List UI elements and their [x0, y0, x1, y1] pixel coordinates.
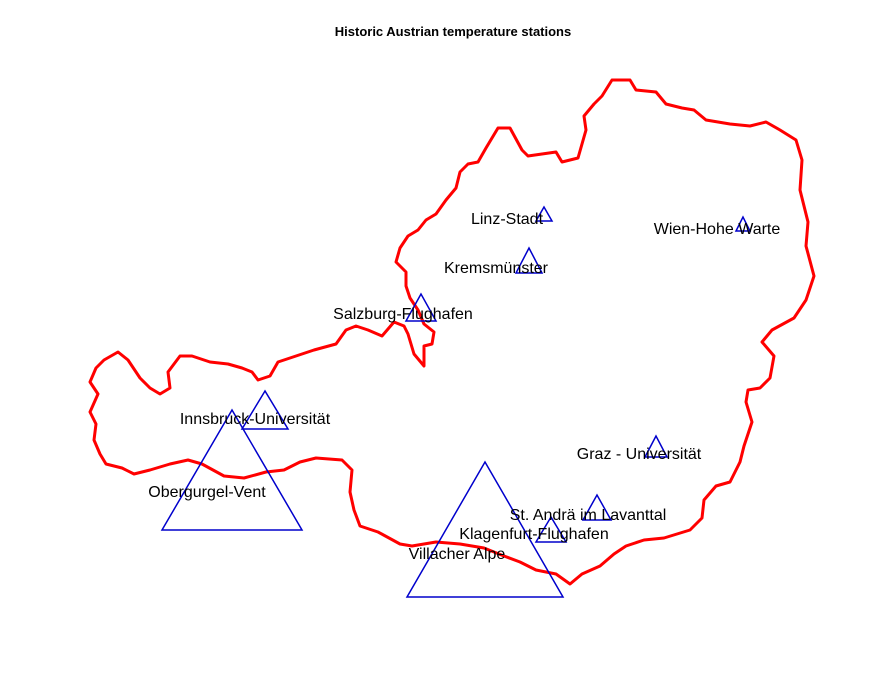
station-label-graz: Graz - Universität: [577, 446, 702, 463]
station-label-klagenfurt: Klagenfurt-Flughafen: [459, 526, 608, 543]
station-label-kremsmuenster: Kremsmünster: [444, 260, 549, 277]
station-label-innsbruck: Innsbruck-Universität: [180, 411, 331, 428]
station-markers: [160, 205, 752, 598]
map-title: Historic Austrian temperature stations: [335, 24, 571, 39]
station-marker-villacher-alpe: [405, 460, 565, 598]
station-label-st-andrae: St. Andrä im Lavanttal: [510, 507, 667, 524]
station-marker-innsbruck: [240, 389, 290, 430]
station-marker-wien: [734, 215, 752, 232]
station-label-obergurgel: Obergurgel-Vent: [148, 484, 266, 501]
station-marker-salzburg: [404, 292, 438, 322]
station-labels: Linz-Stadt Wien-Hohe Warte Kremsmünster …: [148, 211, 780, 563]
station-label-villacher-alpe: Villacher Alpe: [409, 546, 506, 563]
station-label-wien: Wien-Hohe Warte: [654, 221, 781, 238]
station-marker-obergurgel: [160, 408, 304, 531]
station-label-linz: Linz-Stadt: [471, 211, 544, 228]
station-marker-kremsmuenster: [514, 246, 544, 274]
austria-border: [88, 78, 816, 586]
station-marker-klagenfurt: [534, 515, 568, 543]
station-marker-graz: [643, 434, 669, 458]
station-marker-st-andrae: [581, 493, 613, 521]
station-marker-linz: [534, 205, 554, 222]
station-label-salzburg: Salzburg-Flughafen: [333, 306, 473, 323]
